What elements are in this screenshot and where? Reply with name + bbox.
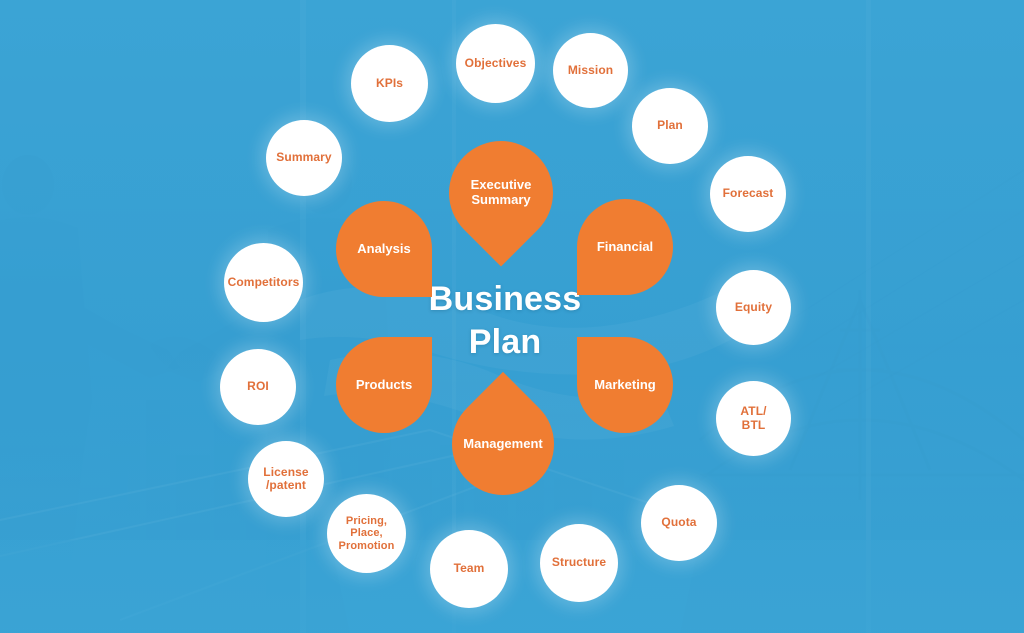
petal-label-executive-summary: Executive Summary xyxy=(470,177,532,207)
node-quota[interactable]: Quota xyxy=(641,485,717,561)
node-label-plan: Plan xyxy=(657,118,683,133)
node-objectives[interactable]: Objectives xyxy=(456,24,535,103)
petal-products[interactable]: Products xyxy=(336,337,432,433)
node-label-forecast: Forecast xyxy=(722,186,774,201)
node-label-equity: Equity xyxy=(734,299,773,314)
node-summary[interactable]: Summary xyxy=(266,120,342,196)
petal-financial[interactable]: Financial xyxy=(577,199,673,295)
node-label-license-patent: License /patent xyxy=(263,464,309,492)
node-atl-btl[interactable]: ATL/ BTL xyxy=(716,381,791,456)
petal-marketing[interactable]: Marketing xyxy=(577,337,673,433)
petal-executive-summary[interactable]: Executive Summary xyxy=(427,119,575,267)
node-label-atl-btl: ATL/ BTL xyxy=(740,404,767,432)
node-kpis[interactable]: KPIs xyxy=(351,45,428,122)
node-label-roi: ROI xyxy=(247,379,269,394)
node-team[interactable]: Team xyxy=(430,530,508,608)
node-roi[interactable]: ROI xyxy=(220,349,296,425)
petal-label-financial: Financial xyxy=(596,238,654,254)
node-competitors[interactable]: Competitors xyxy=(224,243,303,322)
node-label-summary: Summary xyxy=(276,150,332,165)
petal-label-marketing: Marketing xyxy=(594,376,656,392)
petal-management[interactable]: Management xyxy=(430,371,576,517)
node-label-quota: Quota xyxy=(661,515,697,530)
petal-analysis[interactable]: Analysis xyxy=(336,201,432,297)
node-label-structure: Structure xyxy=(551,555,607,570)
petal-label-analysis: Analysis xyxy=(357,240,411,256)
node-mission[interactable]: Mission xyxy=(553,33,628,108)
center-title-line2: Plan xyxy=(468,322,542,361)
node-label-objectives: Objectives xyxy=(464,55,527,70)
node-license-patent[interactable]: License /patent xyxy=(248,441,324,517)
node-label-kpis: KPIs xyxy=(375,75,404,90)
center-title-line1: Business xyxy=(428,280,582,318)
node-structure[interactable]: Structure xyxy=(540,524,618,602)
node-plan[interactable]: Plan xyxy=(632,88,708,164)
node-label-competitors: Competitors xyxy=(227,274,300,289)
center-title: Business Plan xyxy=(380,278,630,364)
node-equity[interactable]: Equity xyxy=(716,270,791,345)
node-label-pricing-place-promotion: Pricing, Place, Promotion xyxy=(338,515,395,552)
petal-label-products: Products xyxy=(355,376,413,392)
petal-label-management: Management xyxy=(463,435,543,451)
node-label-team: Team xyxy=(453,561,485,576)
node-pricing-place-promotion[interactable]: Pricing, Place, Promotion xyxy=(327,494,406,573)
node-label-mission: Mission xyxy=(567,62,614,77)
node-forecast[interactable]: Forecast xyxy=(710,156,786,232)
